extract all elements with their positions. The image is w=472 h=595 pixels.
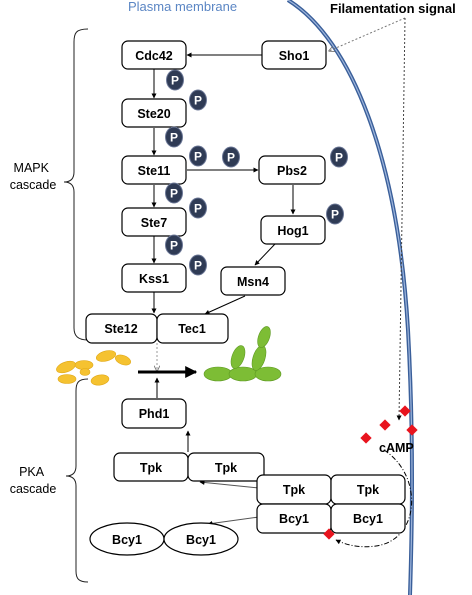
yeast-cell [115,354,131,366]
camp-diamond [406,424,418,436]
tpk-bound-left-label: Tpk [283,483,305,497]
bcy1-bound-right-label: Bcy1 [353,512,383,526]
hog1-box [260,215,326,245]
tec1-label: Tec1 [178,322,206,336]
phospho-label: P [194,94,202,108]
tpk-right-label: Tpk [215,461,237,475]
phospho-badge [222,146,240,168]
phospho-badge [189,197,207,219]
phospho-badges: P P P P P P P P P P P [165,69,348,276]
kss1-label: Kss1 [139,272,169,286]
camp-diamond-bound [323,528,335,540]
sho1-label: Sho1 [279,49,310,63]
bcy1-free-right-label: Bcy1 [186,533,216,547]
filamentation-signal-label: Filamentation signal [330,1,456,16]
ste7-label: Ste7 [141,216,167,230]
tec1-box [156,313,229,344]
phospho-badge [189,145,207,167]
hog1-to-msn4-arrow [254,243,276,266]
camp-molecules [323,405,418,540]
mapk-label-line2: cascade [10,178,57,192]
phospho-badge [165,182,183,204]
phospho-badge [326,203,344,225]
pbs2-box [258,155,326,185]
bcy1-bound-right-box [330,503,406,534]
pka-bracket [65,378,89,583]
ste7-box [121,207,187,237]
mapk-cascade-label: MAPK cascade [10,161,57,192]
hypha-segment [254,366,282,382]
bcy1bound-to-bcy1-arrow [207,516,260,526]
phospho-label: P [194,259,202,273]
yeast-cell [56,360,76,374]
ste20-box [121,98,187,128]
bcy1-free-left-label: Bcy1 [112,533,142,547]
bcy1-free-right-ellipse [163,522,239,556]
kss1-box [121,263,187,293]
ste20-label: Ste20 [137,107,170,121]
hypha-segment [230,345,246,369]
hypha-segment [228,366,258,382]
phd1-label: Phd1 [139,407,170,421]
yeast-cell [79,368,91,376]
signal-to-sho1-arrow [329,17,406,51]
phospho-badge [330,146,348,168]
phospho-badge [166,69,184,91]
yeast-cell [74,360,94,370]
yeast-cell [57,374,77,384]
camp-diamond [379,419,391,431]
cdc42-label: Cdc42 [135,49,173,63]
phospho-label: P [170,187,178,201]
bcy1-bound-left-label: Bcy1 [279,512,309,526]
phospho-label: P [331,208,339,222]
camp-diamond [399,405,411,417]
hypha-segment [257,326,271,348]
cdc42-box [121,40,187,70]
phospho-label: P [194,202,202,216]
msn4-box [220,266,286,296]
mapk-label-line1: MAPK [14,161,50,175]
phospho-label: P [227,151,235,165]
phd1-box [121,398,187,429]
yeast-cell [90,374,110,386]
pbs2-label: Pbs2 [277,164,307,178]
tpk-left-label: Tpk [140,461,162,475]
phospho-badge [189,254,207,276]
yeast-cells [56,350,131,386]
phospho-label: P [171,74,179,88]
phospho-label: P [170,239,178,253]
camp-label: cAMP [379,441,414,455]
mapk-bracket [63,28,89,341]
hog1-label: Hog1 [277,224,308,238]
camp-diamond [360,432,372,444]
msn4-to-tec1-arrow [204,295,246,315]
msn4-label: Msn4 [237,275,269,289]
plasma-membrane-label: Plasma membrane [128,0,237,14]
signal-to-membrane-line [396,17,406,421]
pka-label-line2: cascade [10,482,57,496]
phospho-badge [165,234,183,256]
pka-label-line1: PKA [19,465,45,479]
ste11-label: Ste11 [138,164,171,178]
ste12-label: Ste12 [104,322,137,336]
ste11-box [121,155,187,185]
tpkbound-to-tpk-arrow [199,479,260,489]
yeast-cell [95,350,117,362]
sho1-box [261,40,327,70]
phospho-label: P [335,151,343,165]
phospho-badge [165,126,183,148]
hyphal-cells [203,326,282,382]
camp-release-arrow [335,449,413,548]
pka-cascade-label: PKA cascade [10,465,57,496]
tpk-bound-right-label: Tpk [357,483,379,497]
phospho-badge [189,89,207,111]
phospho-label: P [170,131,178,145]
phospho-label: P [194,150,202,164]
tpk-right-box [187,452,265,482]
hypha-segment [203,366,233,382]
